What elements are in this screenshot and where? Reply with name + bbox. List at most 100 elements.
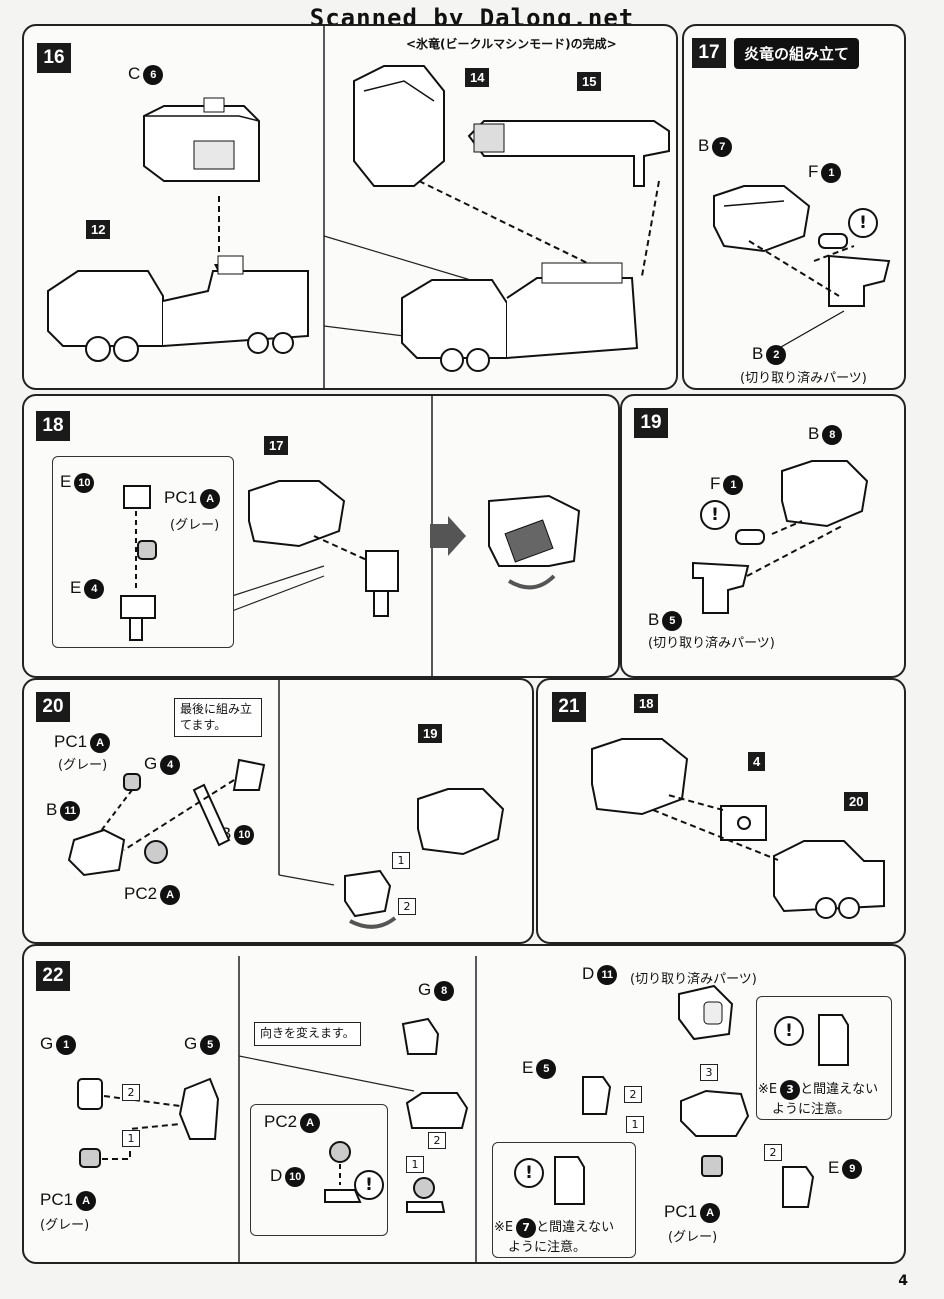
part-head-shell <box>405 1092 469 1129</box>
part-e10-pc1-e4 <box>120 485 157 641</box>
step-21-panel: 21 18 4 20 <box>536 678 906 944</box>
part-17-assembly <box>248 480 346 548</box>
label-b2-cut: (切り取り済みパーツ) <box>740 371 867 386</box>
arrow-17 <box>748 240 855 297</box>
arrow-19 <box>746 520 843 577</box>
step-marker-2-g: 2 <box>122 1084 140 1101</box>
step-marker-3: 3 <box>700 1064 718 1081</box>
note-assemble-last: 最後に組み立てます。 <box>174 698 262 738</box>
label-18: 18 <box>634 694 659 713</box>
label-14: 14 <box>465 68 490 87</box>
label-grey-18: (グレー) <box>170 518 220 533</box>
step-marker-2-h: 2 <box>428 1132 446 1149</box>
step-22-number: 22 <box>36 961 70 991</box>
rotate-arrow-18 <box>430 516 466 556</box>
step-21-number: 21 <box>552 692 586 722</box>
step-20-number: 20 <box>36 692 70 722</box>
part-pc1-cube <box>701 1155 723 1177</box>
part-19-assembly <box>417 788 505 856</box>
leader-b2 <box>773 310 845 352</box>
part-20-truck <box>773 840 885 919</box>
part-4-block <box>720 805 767 841</box>
part-head-body <box>680 1089 750 1137</box>
part-vehicle-complete <box>401 262 639 372</box>
step-17-title: 炎竜の組み立て <box>734 38 860 69</box>
step-18-number: 18 <box>36 411 70 441</box>
step-marker-2-r: 2 <box>764 1144 782 1161</box>
label-20: 20 <box>844 792 869 811</box>
part-pc2-d10 <box>324 1141 362 1203</box>
part-12-truck <box>47 255 309 362</box>
step-marker-1-h: 1 <box>406 1156 424 1173</box>
part-g8 <box>401 1017 440 1055</box>
caution-icon-19: ! <box>700 500 730 530</box>
part-e-leg <box>313 535 399 617</box>
step-16-number: 16 <box>37 43 71 73</box>
step-marker-1-g: 1 <box>122 1130 140 1147</box>
part-e9 <box>782 1166 815 1208</box>
caution-icon-22a: ! <box>354 1170 384 1200</box>
part-g1-g5-pc1 <box>77 1077 220 1168</box>
step-marker-1-e: 1 <box>626 1116 644 1133</box>
divider-16 <box>323 26 485 388</box>
part-e5 <box>582 1076 612 1115</box>
note-change-direction: 向きを変えます。 <box>254 1022 361 1046</box>
step-marker-2-e: 2 <box>624 1086 642 1103</box>
part-b8 <box>781 460 869 528</box>
label-grey-22: (グレー) <box>40 1218 90 1233</box>
part-b11-rotate <box>344 869 397 929</box>
step-19-number: 19 <box>634 408 668 438</box>
step-16-caption: <氷竜(ビークルマシンモード)の完成> <box>406 37 617 51</box>
label-19: 19 <box>418 724 443 743</box>
divider-22 <box>238 956 477 1262</box>
part-f1-19 <box>735 529 765 545</box>
caution-text-e7-line2: ように注意。 <box>508 1240 587 1255</box>
step-17-number: 17 <box>692 38 726 68</box>
caution-icon: ! <box>848 208 878 238</box>
step-marker-1: 1 <box>392 852 410 869</box>
part-15-crane-arm <box>467 120 670 187</box>
part-f1 <box>818 233 848 249</box>
label-grey-20: (グレー) <box>58 758 108 773</box>
label-4: 4 <box>748 752 766 771</box>
page-number: 4 <box>898 1273 908 1289</box>
label-greyb: (グレー) <box>668 1230 718 1245</box>
label-17: 17 <box>264 436 289 455</box>
caution-part-e3 <box>818 1014 849 1066</box>
part-b5 <box>692 561 750 614</box>
caution-icon-22c: ! <box>514 1158 544 1188</box>
arrow-16b <box>418 180 660 277</box>
part-d11 <box>678 984 734 1041</box>
label-15: 15 <box>577 72 602 91</box>
caution-part-e7 <box>554 1156 585 1205</box>
part-b2 <box>828 254 891 307</box>
